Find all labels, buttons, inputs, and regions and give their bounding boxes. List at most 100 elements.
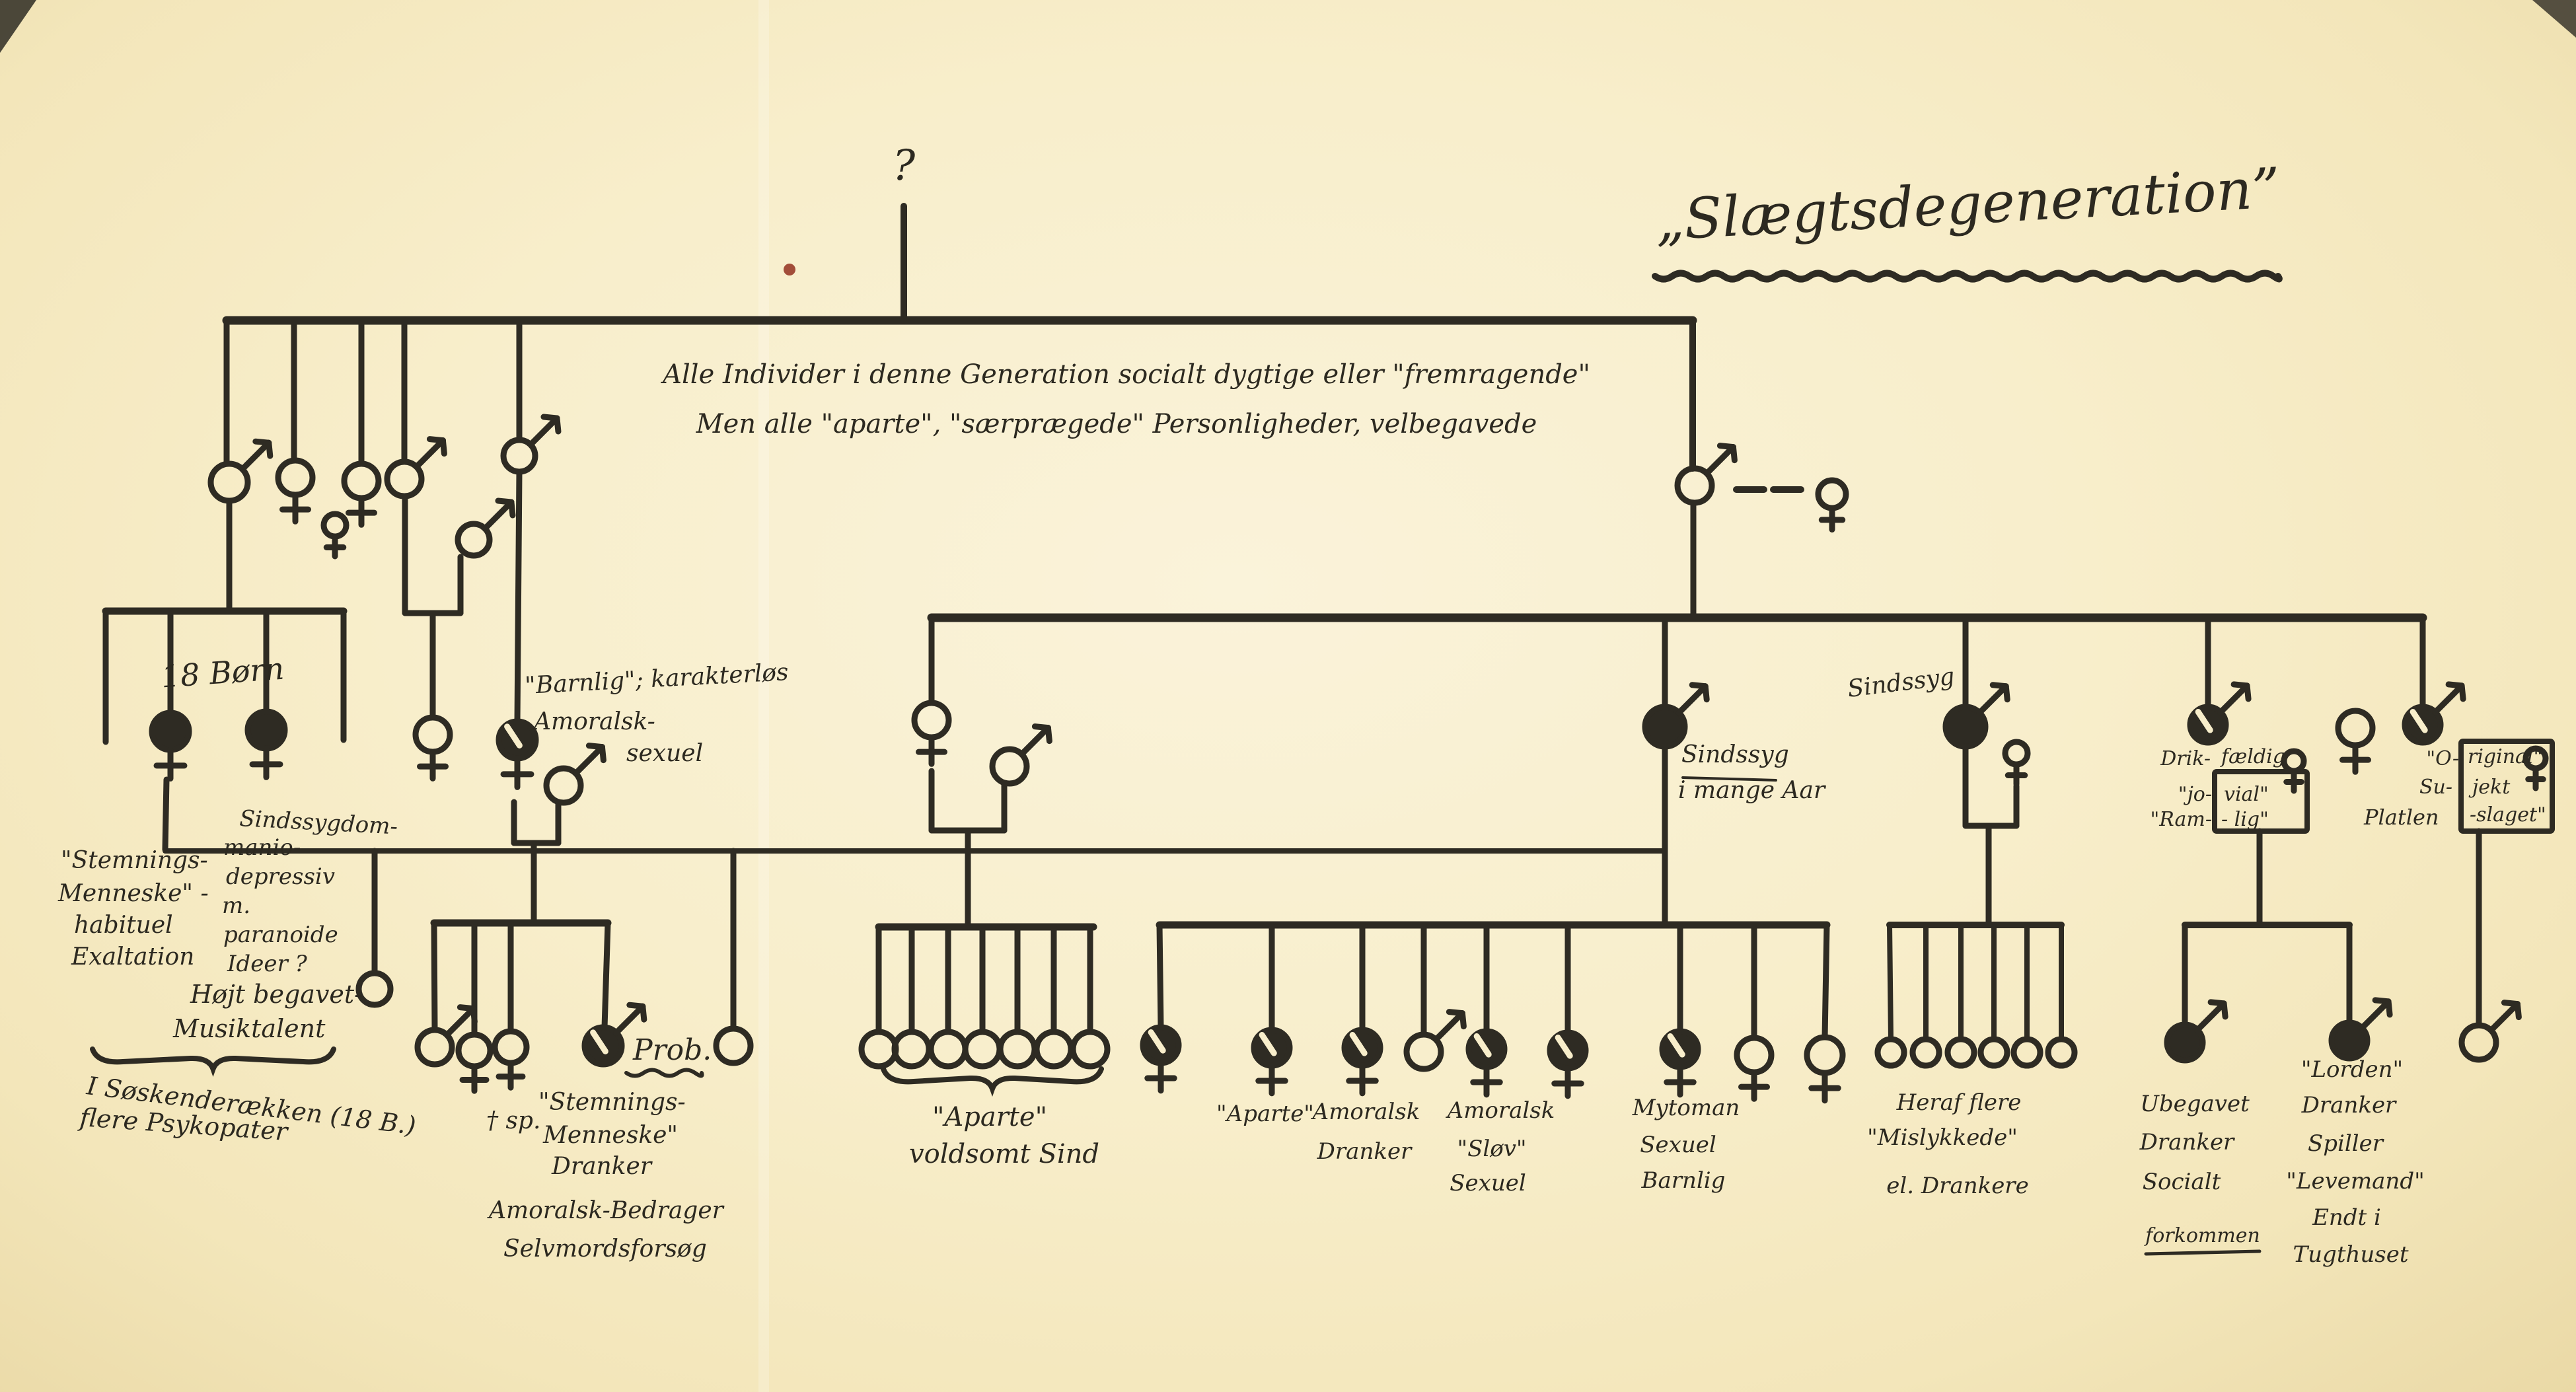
- handwritten-label: "Lorden": [2301, 1056, 2403, 1083]
- handwritten-label: Barnlig: [1641, 1167, 1726, 1194]
- pedigree-symbol-female: [412, 714, 453, 782]
- pedigree-line: [431, 920, 438, 1033]
- pedigree-symbol-female: [455, 1031, 494, 1094]
- handwritten-label: "Ram-: [2150, 808, 2212, 831]
- pedigree-symbol-female-affected: [1547, 1029, 1589, 1099]
- handwritten-label: i mange Aar: [1678, 777, 1826, 804]
- handwritten-label: forkommen: [2144, 1224, 2260, 1247]
- pedigree-symbol-person: [2045, 1036, 2078, 1069]
- pedigree-symbol-female: [2335, 708, 2376, 775]
- handwritten-label: Dranker: [2301, 1092, 2397, 1118]
- handwritten-label: "jo-: [2178, 783, 2212, 806]
- handwritten-label: Menneske": [542, 1122, 678, 1149]
- pedigree-symbol-person: [1909, 1036, 1942, 1069]
- handwritten-label: paranoide: [223, 922, 338, 948]
- pedigree-symbol-male-affected: [2402, 681, 2466, 746]
- pedigree-symbol-person: [891, 1029, 932, 1070]
- handwritten-label: jekt: [2468, 776, 2511, 799]
- annotation-box: [2212, 769, 2310, 834]
- handwritten-label: voldsomt Sind: [909, 1139, 1099, 1169]
- pedigree-symbol-male-affected: [1642, 682, 1710, 750]
- pedigree-symbol-person: [355, 970, 394, 1008]
- pedigree-symbol-person: [713, 1025, 754, 1066]
- pedigree-symbol-female: [2522, 745, 2549, 791]
- handwritten-label: Tugthuset: [2293, 1241, 2408, 1268]
- pedigree-symbol-male-affected: [2328, 997, 2393, 1062]
- pedigree-symbol-person: [997, 1029, 1038, 1070]
- grouping-brace: [90, 1046, 336, 1077]
- pedigree-symbol-male: [384, 436, 447, 499]
- pedigree-symbol-male: [1403, 1009, 1467, 1072]
- pedigree-symbol-male-affected: [581, 1002, 647, 1068]
- handwritten-label: „Slægtsdegeneration”: [1654, 155, 2282, 252]
- pedigree-symbol-male-affected: [2164, 999, 2228, 1064]
- pedigree-symbol-male-affected: [1942, 682, 2010, 750]
- pedigree-symbol-person: [858, 1029, 899, 1070]
- pedigree-symbol-female-affected: [244, 708, 288, 780]
- handwritten-label: "Barnlig"; karakterløs: [524, 659, 789, 700]
- handwritten-label: "Aparte": [1216, 1101, 1314, 1127]
- handwritten-label: † sp.: [486, 1107, 540, 1134]
- pedigree-symbol-male: [207, 438, 274, 504]
- pedigree-symbol-person: [1874, 1036, 1907, 1069]
- pedigree-symbol-person: [1033, 1029, 1074, 1070]
- pedigree-symbol-person: [962, 1029, 1003, 1070]
- handwritten-label: sexuel: [626, 740, 703, 767]
- handwritten-label: "Aparte": [932, 1102, 1047, 1132]
- handwritten-label: Amoralsk: [1311, 1099, 1420, 1125]
- wavy-underline: [1652, 270, 2283, 283]
- pedigree-symbol-male: [989, 723, 1052, 787]
- pedigree-symbol-female: [1804, 1034, 1846, 1104]
- pedigree-line: [1681, 776, 1777, 782]
- pedigree-symbol-female-affected: [1659, 1028, 1701, 1098]
- annotation-box: [2458, 739, 2555, 834]
- handwritten-label: manio-: [223, 834, 301, 861]
- handwritten-label: Dranker: [2139, 1129, 2235, 1155]
- pedigree-symbol-female: [1815, 477, 1849, 533]
- handwritten-label: -slaget": [2470, 803, 2546, 826]
- pedigree-symbol-female: [275, 457, 316, 525]
- handwritten-label: "Stemnings-: [538, 1089, 686, 1116]
- paper-crease: [758, 0, 769, 1392]
- pedigree-symbol-person: [928, 1029, 969, 1070]
- pedigree-symbol-female: [2281, 748, 2307, 794]
- pedigree-symbol-female: [492, 1028, 530, 1091]
- handwritten-label: ?: [893, 141, 916, 190]
- pedigree-symbol-female-affected: [1341, 1027, 1383, 1097]
- pedigree-symbol-male-affected: [2187, 681, 2252, 746]
- handwritten-label: "Mislykkede": [1867, 1124, 2018, 1151]
- handwritten-label: Men alle "aparte", "særprægede" Personli…: [696, 409, 1537, 439]
- handwritten-label: Sindssyg: [1681, 741, 1789, 768]
- handwritten-label: Dranker: [1317, 1138, 1413, 1165]
- handwritten-label: Alle Individer i denne Generation social…: [660, 359, 1590, 390]
- handwritten-label: Sexuel: [1450, 1170, 1526, 1196]
- pedigree-symbol-female: [2002, 739, 2031, 788]
- pedigree-symbol-person: [1070, 1029, 1111, 1070]
- scan-corner-smudge-topleft: [0, 0, 36, 53]
- handwritten-label: Sindssyg: [1846, 663, 1956, 703]
- handwritten-label: Ubegavet: [2140, 1091, 2250, 1117]
- handwritten-label: Mytoman: [1632, 1095, 1740, 1121]
- handwritten-label: Drik-: [2160, 747, 2211, 770]
- pedigree-symbol-female: [341, 460, 382, 528]
- handwritten-label: Exaltation: [71, 943, 194, 971]
- pedigree-symbol-male: [455, 497, 516, 559]
- pedigree-symbol-female-affected: [1465, 1028, 1508, 1098]
- pedigree-line: [1156, 922, 1164, 1031]
- handwritten-label: Amoralsk: [1446, 1097, 1555, 1124]
- pedigree-line: [1887, 922, 1894, 1042]
- handwritten-label: Selvmordsforsøg: [503, 1235, 707, 1263]
- handwritten-label: Amoralsk-: [532, 708, 655, 735]
- pedigree-symbols-layer: [149, 414, 2549, 1104]
- pedigree-line: [2144, 1249, 2262, 1256]
- handwritten-label: depressiv: [226, 863, 335, 890]
- grouping-brace: [881, 1066, 1104, 1097]
- pedigree-symbol-person: [2010, 1036, 2043, 1069]
- pedigree-symbol-female-affected: [1251, 1027, 1293, 1097]
- handwritten-label: vial": [2224, 783, 2269, 806]
- wavy-underline: [624, 1068, 704, 1078]
- red-ink-fleck: [784, 264, 795, 275]
- handwritten-label: "Levemand": [2286, 1168, 2424, 1194]
- handwritten-label: Endt i: [2312, 1204, 2381, 1231]
- pedigree-lines-layer: [90, 203, 2555, 1256]
